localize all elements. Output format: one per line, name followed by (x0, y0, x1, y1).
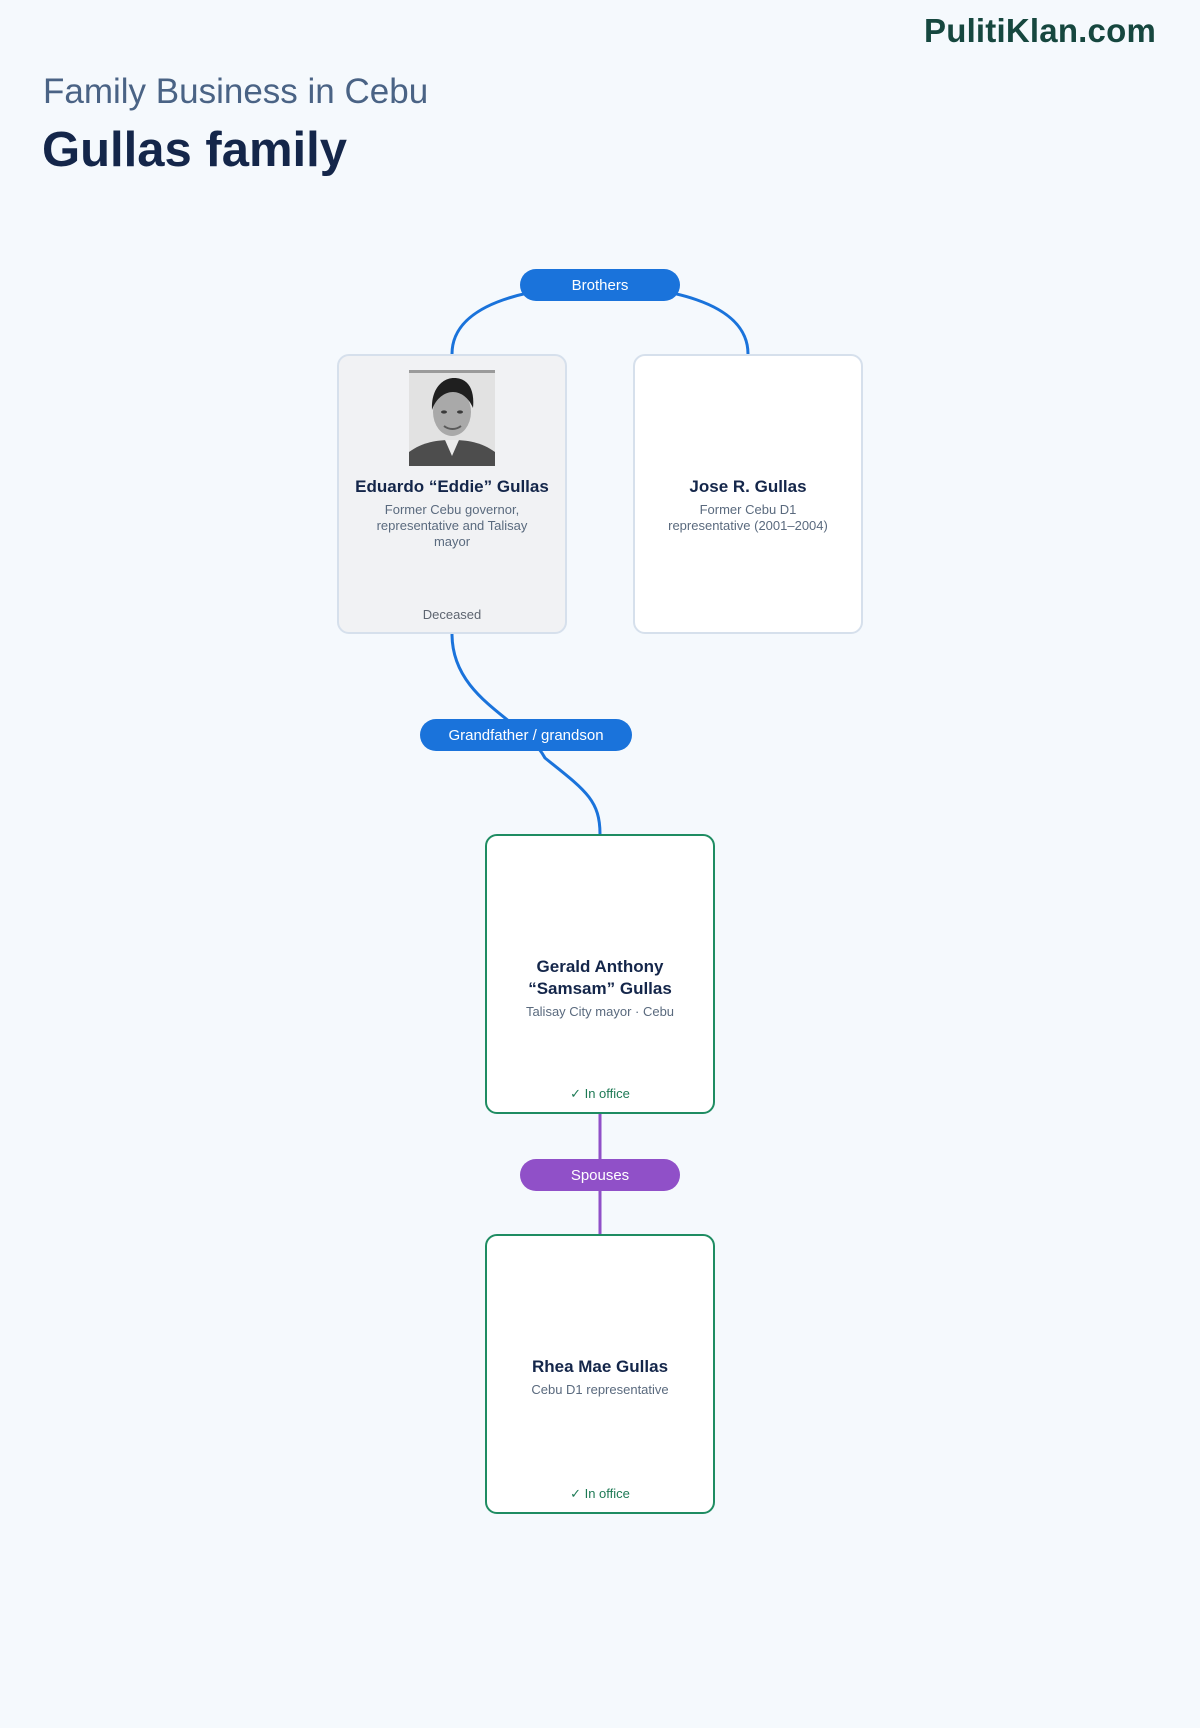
portrait-image (409, 370, 495, 466)
person-card-rhea[interactable]: Rhea Mae Gullas Cebu D1 representative ✓… (485, 1234, 715, 1514)
relation-brothers: Brothers (520, 269, 680, 301)
person-name: Rhea Mae Gullas (531, 1357, 669, 1376)
person-card-jose[interactable]: Jose R. Gullas Former Cebu D1 representa… (633, 354, 863, 634)
person-role: Talisay City mayor · Cebu (525, 1004, 675, 1019)
page-title: Gullas family (42, 123, 348, 177)
person-role: Cebu D1 representative (531, 1382, 669, 1397)
person-name: Gerald Anthony “Samsam” Gullas (528, 957, 672, 998)
grandfather-grandson-connector (450, 633, 602, 835)
person-card-gerald[interactable]: Gerald Anthony “Samsam” Gullas Talisay C… (485, 834, 715, 1114)
status-badge: ✓ In office (570, 1486, 630, 1501)
status-badge: Deceased (422, 607, 482, 622)
relation-spouses: Spouses (520, 1159, 680, 1191)
person-name: Eduardo “Eddie” Gullas (355, 477, 549, 496)
status-badge: ✓ In office (570, 1086, 630, 1101)
person-role: Former Cebu D1 representative (2001–2004… (668, 502, 828, 533)
relation-grandfather-grandson: Grandfather / grandson (420, 719, 632, 751)
site-brand: PulitiKlan.com (924, 12, 1156, 49)
page-subtitle: Family Business in Cebu (43, 72, 429, 111)
person-role: Former Cebu governor, representative and… (376, 502, 528, 549)
person-name: Jose R. Gullas (689, 477, 807, 496)
person-card-eduardo[interactable]: Eduardo “Eddie” Gullas Former Cebu gover… (337, 354, 567, 634)
portrait-photo (409, 370, 495, 466)
